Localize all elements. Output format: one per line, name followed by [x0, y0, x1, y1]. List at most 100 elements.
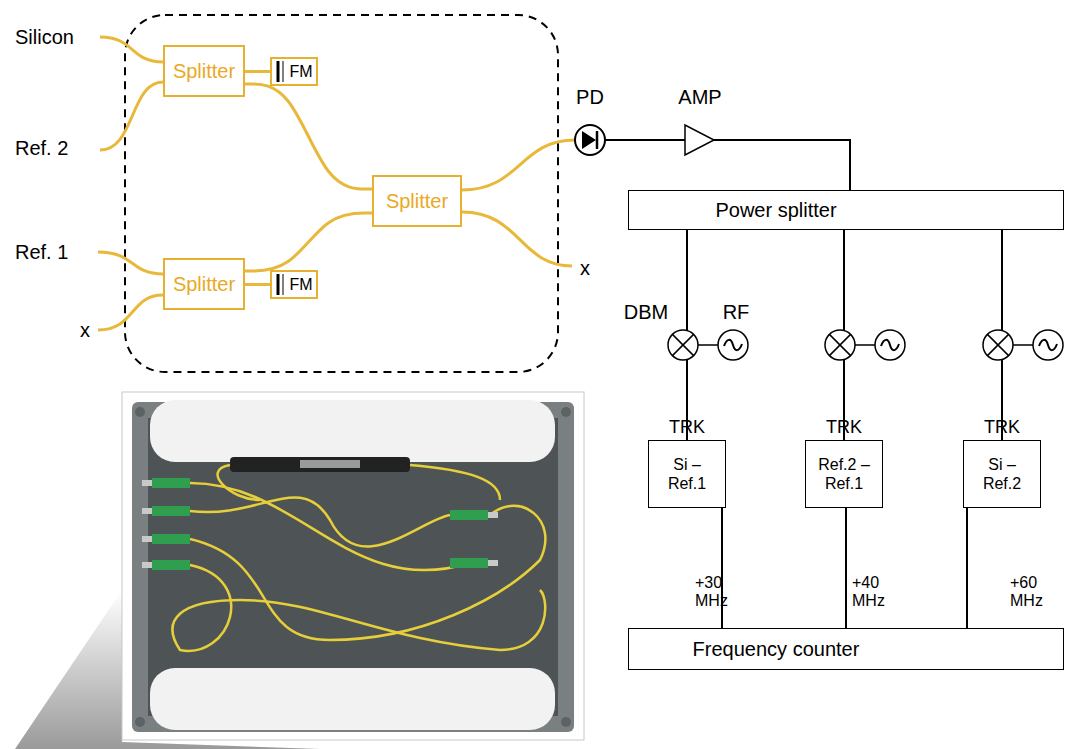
signal-wire: [966, 508, 968, 628]
photo-screws: [135, 407, 571, 727]
photo-ferrule: [142, 562, 152, 568]
photo-ferrule: [488, 512, 498, 518]
photo-screw: [561, 717, 571, 727]
mirror-line: [283, 61, 284, 82]
fiber-link: [245, 84, 372, 189]
port-label: Silicon: [15, 26, 74, 49]
diode-triangle: [582, 131, 596, 149]
box-label: Power splitter: [715, 198, 836, 222]
fiber-link: [245, 213, 372, 271]
rf-wave: [1039, 340, 1057, 350]
port-label: RF: [723, 301, 750, 324]
port-label: DBM: [624, 301, 668, 324]
box-label: FM: [289, 62, 312, 81]
input-fiber: [100, 37, 163, 62]
photo-screw: [135, 717, 145, 727]
rf-source: [875, 330, 905, 360]
box-label: Splitter: [386, 189, 448, 213]
rf-wave: [724, 340, 742, 350]
port-label: x: [80, 319, 90, 342]
mixer-cross: [987, 334, 1008, 355]
faraday-mirror-box: FM: [270, 270, 318, 299]
photo-ferrules: [142, 480, 498, 568]
input-fiber: [100, 82, 163, 150]
rf-circle: [875, 330, 905, 360]
mirror-symbol: [278, 61, 283, 82]
mixer-cross: [829, 334, 850, 355]
rf-circle: [718, 330, 748, 360]
rf-source: [718, 330, 748, 360]
photo-ferrule: [142, 480, 152, 486]
fiber-group: [98, 37, 575, 330]
box-label: Ref.2 – Ref.1: [810, 455, 878, 493]
mixer-cross: [987, 334, 1008, 355]
port-label: Ref. 2: [15, 137, 68, 160]
mirror-bar: [277, 61, 280, 82]
port-label: x: [580, 257, 590, 280]
rf-source: [1033, 330, 1063, 360]
port-label: +40 MHz: [852, 574, 898, 611]
port-label: +30 MHz: [695, 574, 741, 611]
mixer-group: [668, 330, 1063, 360]
signal-wire: [845, 508, 847, 628]
photo-ferrule: [142, 536, 152, 542]
photo-connector: [152, 560, 190, 570]
splitter-box: Splitter: [372, 175, 462, 227]
output-fiber: [462, 140, 575, 190]
fiber-link: [245, 70, 270, 73]
photo-connector: [450, 558, 488, 568]
port-label: PD: [576, 86, 604, 109]
tracking-filter-box: TRKSi – Ref.1: [648, 440, 726, 508]
box-heading: TRK: [984, 417, 1020, 439]
splitter-box: Splitter: [163, 258, 245, 310]
photo-screw: [561, 407, 571, 417]
fiber-link: [245, 283, 270, 286]
output-fiber: [462, 212, 572, 266]
tracking-filter-box: TRKRef.2 – Ref.1: [805, 440, 883, 508]
photo-fiber: [173, 565, 546, 651]
splitter-box: Splitter: [163, 45, 245, 97]
mixer-circle: [668, 330, 698, 360]
photo-connector: [152, 534, 190, 544]
rf-circle: [1033, 330, 1063, 360]
mixer-circle: [825, 330, 855, 360]
double-balanced-mixer: [983, 330, 1013, 360]
instrument-bar: Frequency counter: [628, 628, 1064, 670]
mixer-cross: [672, 334, 693, 355]
port-label: +60 MHz: [1010, 574, 1056, 611]
photo-connector: [152, 478, 190, 488]
photo-ferrule: [142, 508, 152, 514]
input-fiber: [98, 295, 163, 330]
signal-wire: [698, 344, 718, 346]
photo-cushion: [150, 400, 555, 462]
diode-bar: [596, 131, 599, 149]
mixer-circle: [983, 330, 1013, 360]
box-heading: TRK: [669, 417, 705, 439]
instrument-bar: Power splitter: [628, 190, 1064, 230]
faraday-mirror-box: FM: [270, 57, 318, 86]
port-label: AMP: [678, 86, 721, 109]
amplifier-symbol: [685, 125, 714, 155]
photo-fiber: [410, 465, 500, 500]
mirror-line: [283, 274, 284, 295]
photo-fiber: [218, 465, 260, 500]
photo-device-label: [300, 460, 360, 468]
box-label: Si – Ref.1: [653, 455, 721, 493]
mirror-bar: [277, 274, 280, 295]
double-balanced-mixer: [825, 330, 855, 360]
photo-fibers: [173, 465, 546, 651]
photo-fiber: [190, 506, 545, 640]
rf-wave: [881, 340, 899, 350]
photodiode-symbol: [575, 125, 605, 155]
photo-connector: [450, 510, 488, 520]
mirror-symbol: [278, 274, 283, 295]
mixer-cross: [672, 334, 693, 355]
box-label: Si – Ref.2: [968, 455, 1036, 493]
box-label: FM: [289, 275, 312, 294]
mixer-cross: [829, 334, 850, 355]
